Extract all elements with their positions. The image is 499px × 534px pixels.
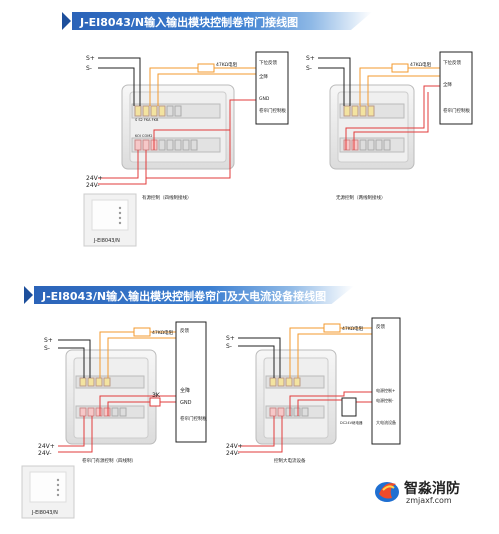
brand-name: 智淼消防 xyxy=(404,481,460,497)
s1-right-full-down: 全降 xyxy=(443,81,452,88)
s2-left-feedback: 反馈 xyxy=(180,327,189,334)
s1-right-s-plus: S+ xyxy=(306,55,315,62)
section1-banner: J-EI8043/N输入输出模块控制卷帘门接线图 xyxy=(72,12,372,30)
s2-device-image xyxy=(21,465,75,519)
section2-banner: J-EI8043/N输入输出模块控制卷帘门及大电流设备接线图 xyxy=(34,286,354,304)
s2-left-resistor-label: 47KΩ电阻 xyxy=(152,329,174,336)
s2-right-24v-minus: 24V- xyxy=(226,450,240,457)
s2-left-wires xyxy=(58,331,176,453)
s2-left-3k-resistor xyxy=(149,397,161,407)
s2-left-gnd: GND xyxy=(180,400,192,406)
banner-chevron-icon xyxy=(24,286,33,304)
s2-right-s-minus: S- xyxy=(226,343,232,350)
s1-left-full-down: 全降 xyxy=(259,73,268,80)
brand-url: zmjaxf.com xyxy=(406,496,452,505)
s1-left-s-plus: S+ xyxy=(86,55,95,62)
s2-left-caption: 卷帘门有源控制（四线制） xyxy=(82,457,136,464)
s1-left-gnd: GND xyxy=(259,96,270,102)
s1-right-panel-label: 卷帘门控制板 xyxy=(443,107,470,114)
s1-left-resistor-label: 47KΩ电阻 xyxy=(216,61,238,68)
s1-right-caption: 无源控制（两线制接线） xyxy=(336,194,386,201)
s2-right-relay-label: DC24V继电器 xyxy=(340,420,363,425)
s2-left-full-down: 全降 xyxy=(180,387,190,394)
s1-left-terminals-bottom: KOI COM2 xyxy=(135,134,152,138)
brand-logo-icon xyxy=(375,482,399,502)
s2-left-module xyxy=(65,349,157,445)
s1-right-s-minus: S- xyxy=(306,65,312,72)
s2-right-module xyxy=(255,349,337,445)
s2-left-panel-label: 卷帘门控制板 xyxy=(180,415,207,422)
s2-device-label: J-EI8043/N xyxy=(31,510,58,516)
s2-right-resistor xyxy=(323,323,341,333)
s1-left-panel-label: 卷帘门控制板 xyxy=(259,107,286,114)
s1-right-wires xyxy=(318,57,440,150)
s1-left-s-minus: S- xyxy=(86,65,92,72)
s1-left-24v-plus: 24V+ xyxy=(86,175,103,182)
s2-right-caption: 控制大电流设备 xyxy=(274,457,306,464)
s2-left-s-plus: S+ xyxy=(44,337,53,344)
s1-left-terminals-top: S S2 FKA FKB xyxy=(135,118,159,122)
s1-left-24v-minus: 24V- xyxy=(86,182,100,189)
s1-left-terminals xyxy=(134,105,198,151)
s1-left-signal-wires xyxy=(149,67,256,106)
s2-right-feedback: 反馈 xyxy=(376,323,385,330)
s1-device-image xyxy=(83,193,137,247)
s2-right-ctrl-minus: 电源控制- xyxy=(376,397,394,403)
s2-left-3k: 3K xyxy=(152,392,161,399)
s2-right-equip-label: 大电流设备 xyxy=(376,419,396,425)
section2-title: J-EI8043/N输入输出模块控制卷帘门及大电流设备接线图 xyxy=(42,290,327,303)
s1-right-module xyxy=(329,84,415,170)
s2-left-s-minus: S- xyxy=(44,345,50,352)
s2-left-control-panel xyxy=(175,321,207,443)
s1-right-control-panel xyxy=(439,51,473,125)
s1-right-down-feedback: 下位反馈 xyxy=(443,59,461,66)
s2-right-ctrl-plus: 电源控制+ xyxy=(376,387,395,393)
s1-left-control-panel xyxy=(255,51,289,125)
s1-left-resistor xyxy=(197,63,215,73)
s2-right-24v-plus: 24V+ xyxy=(226,443,243,450)
banner-chevron-icon xyxy=(62,12,71,30)
s1-left-caption: 有源控制（四线制接线） xyxy=(142,194,192,201)
s1-device-label: J-EI8043/N xyxy=(93,238,120,244)
s2-right-wires xyxy=(238,327,372,453)
s1-left-module xyxy=(121,84,235,170)
s2-right-equipment-box xyxy=(371,317,401,445)
s2-left-24v-plus: 24V+ xyxy=(38,443,55,450)
s1-left-bus-wires xyxy=(98,57,141,106)
s2-left-24v-minus: 24V- xyxy=(38,450,52,457)
s2-right-resistor-label: 47KΩ电阻 xyxy=(342,325,364,332)
section1-title: J-EI8043/N输入输出模块控制卷帘门接线图 xyxy=(80,16,299,29)
s2-left-resistor xyxy=(133,327,151,337)
s2-right-relay xyxy=(341,397,357,417)
s2-right-s-plus: S+ xyxy=(226,335,235,342)
s1-right-resistor xyxy=(391,63,409,73)
s1-right-resistor-label: 47KΩ电阻 xyxy=(410,61,432,68)
s1-left-down-feedback: 下位反馈 xyxy=(259,59,277,66)
s1-left-power-wires xyxy=(98,99,256,185)
